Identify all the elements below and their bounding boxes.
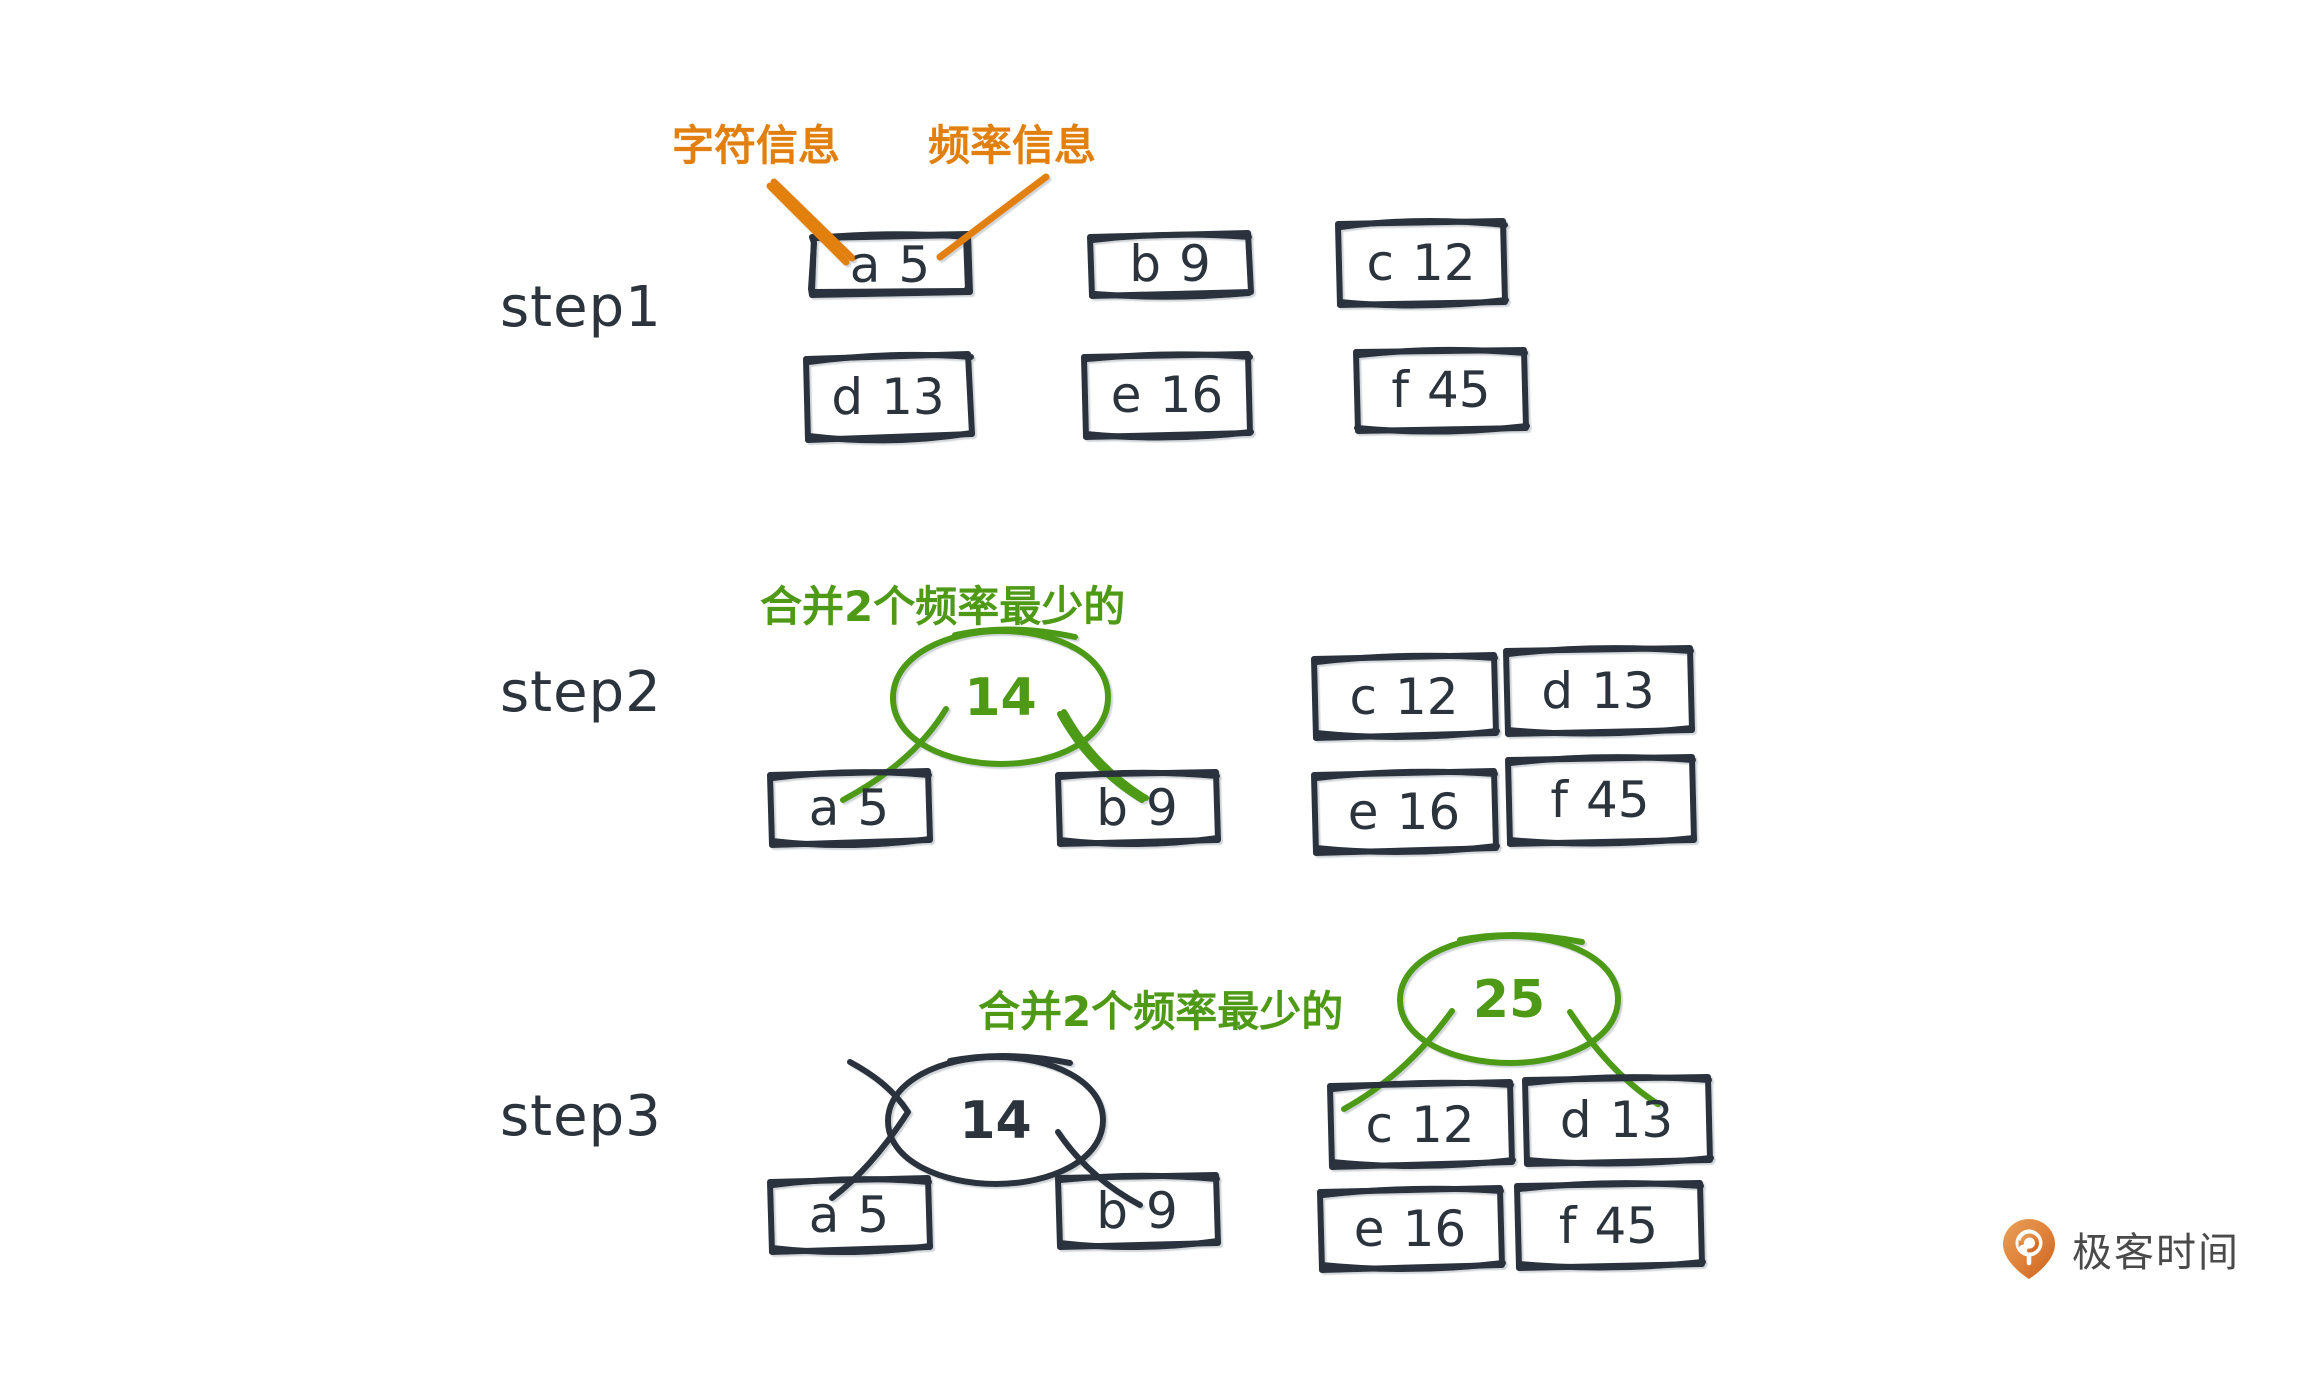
annotation-character-info: 字符信息 — [672, 121, 841, 170]
ellipse-14-step3 — [885, 1052, 1106, 1187]
step-label-step1: step1 — [500, 275, 662, 340]
annotation-frequency-info: 频率信息 — [928, 121, 1097, 170]
location-pin-icon — [2003, 1219, 2055, 1279]
box-b-9-step2 — [1055, 769, 1221, 848]
edge-14-to-a-step2 — [840, 706, 949, 803]
ellipse-25-step3 — [1397, 931, 1621, 1066]
box-f-45-step2 — [1505, 754, 1697, 847]
step-label-step2: step2 — [500, 660, 662, 725]
box-e-16-step3 — [1317, 1185, 1506, 1273]
box-d-13-step1 — [803, 351, 975, 444]
ellipse-14-step2 — [890, 626, 1111, 767]
edge-25-to-d-step3 — [1567, 1009, 1661, 1107]
box-e-16-step2 — [1311, 768, 1500, 856]
pointer-char-info — [766, 178, 856, 266]
merged-node-14-step2: 14 — [964, 667, 1037, 728]
pointer-freq-info — [936, 173, 1050, 261]
annotation-merge-step3: 合并2个频率最少的 — [978, 987, 1344, 1036]
brand-logo: 极客时间 — [2000, 1218, 2240, 1280]
box-f-45-step1 — [1353, 346, 1530, 435]
box-c-12-step1 — [1335, 217, 1509, 309]
annotation-merge-step2: 合并2个频率最少的 — [760, 582, 1126, 631]
edge-25-to-c-step3 — [1341, 1008, 1455, 1112]
brand-name: 极客时间 — [2072, 1230, 2240, 1276]
box-d-13-step3 — [1522, 1074, 1714, 1167]
box-a-5-step3 — [767, 1175, 933, 1256]
step-label-step3: step3 — [500, 1084, 662, 1149]
box-b-9-step1 — [1087, 230, 1254, 300]
edge-14-to-b-step2 — [1057, 709, 1149, 803]
edge-14-to-a-step3 — [829, 1059, 911, 1201]
tree-root-14-step3: 14 — [959, 1090, 1032, 1151]
box-c-12-step2 — [1311, 652, 1500, 741]
box-f-45-step3 — [1514, 1180, 1706, 1271]
box-a-5-step2 — [767, 768, 933, 849]
box-c-12-step3 — [1327, 1079, 1516, 1170]
tree-root-25-step3: 25 — [1472, 969, 1546, 1030]
box-d-13-step2 — [1503, 645, 1695, 737]
box-e-16-step1 — [1081, 351, 1254, 441]
box-b-9-step3 — [1055, 1172, 1221, 1251]
